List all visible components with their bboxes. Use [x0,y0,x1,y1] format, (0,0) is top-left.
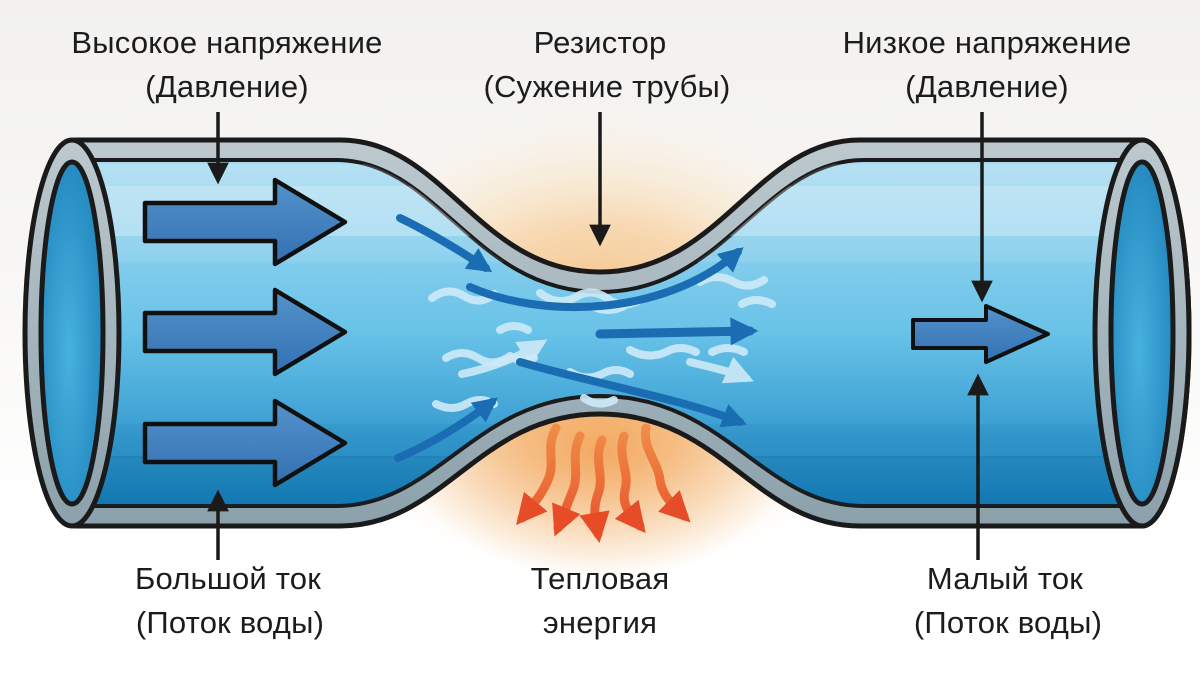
label-pointers [207,112,993,560]
turbulence-squiggle [428,287,498,305]
label-thermal-energy-line1: Тепловая [531,561,670,596]
small-current-arrow-icon [911,304,1050,364]
right-pipe-water-surface [1108,159,1176,507]
labels: Высокое напряжение (Давление) Резистор (… [71,25,1131,640]
label-high-current: Большой ток (Поток воды) [135,561,324,640]
label-high-current-line2: (Поток воды) [136,605,324,640]
heat-arrow-icon [552,431,585,537]
right-pipe-opening [1092,137,1192,529]
label-low-voltage-line2: (Давление) [905,69,1069,104]
diverging-flow-arrow-icon [516,358,747,428]
large-current-arrows [145,180,345,485]
label-resistor-line2: (Сужение трубы) [483,69,730,104]
turbulence-arrow-icon [458,339,548,378]
left-pipe-opening [22,137,122,529]
label-thermal-energy: Тепловая энергия [531,561,670,640]
turbulence-squiggle [496,322,532,334]
heat-energy-arrows [516,423,691,544]
heat-arrow-icon [516,423,561,526]
label-thermal-energy-line2: энергия [543,605,657,640]
label-low-current-line1: Малый ток [927,561,1083,596]
turbulence-squiggle [580,394,618,408]
constriction-flow-arrows [394,214,759,462]
left-pipe-water-surface [38,159,106,507]
label-low-current: Малый ток (Поток воды) [914,561,1102,640]
label-low-voltage: Низкое напряжение (Давление) [843,25,1132,104]
label-high-current-line1: Большой ток [135,561,321,596]
diverging-flow-arrow-icon [466,247,744,312]
label-resistor: Резистор (Сужение трубы) [483,25,730,104]
heat-arrow-icon [579,435,610,544]
turbulence-arrow-icon [686,356,754,384]
turbulence-squiggle [738,296,776,308]
heat-arrow-icon [640,423,691,523]
turbulence-squiggle [696,273,768,290]
label-low-current-line2: (Поток воды) [914,605,1102,640]
turbulence-squiggle [708,344,748,356]
label-resistor-line1: Резистор [534,25,667,60]
heat-arrow-icon [614,431,646,534]
converging-flow-arrow-icon [396,214,493,273]
label-high-voltage-line1: Высокое напряжение [71,25,382,60]
center-flow-arrow-icon [595,317,759,346]
label-high-voltage-line2: (Давление) [145,69,309,104]
converging-flow-arrow-icon [394,397,498,462]
label-high-voltage: Высокое напряжение (Давление) [71,25,382,104]
label-low-voltage-line1: Низкое напряжение [843,25,1132,60]
turbulence-squiggle [626,344,700,360]
